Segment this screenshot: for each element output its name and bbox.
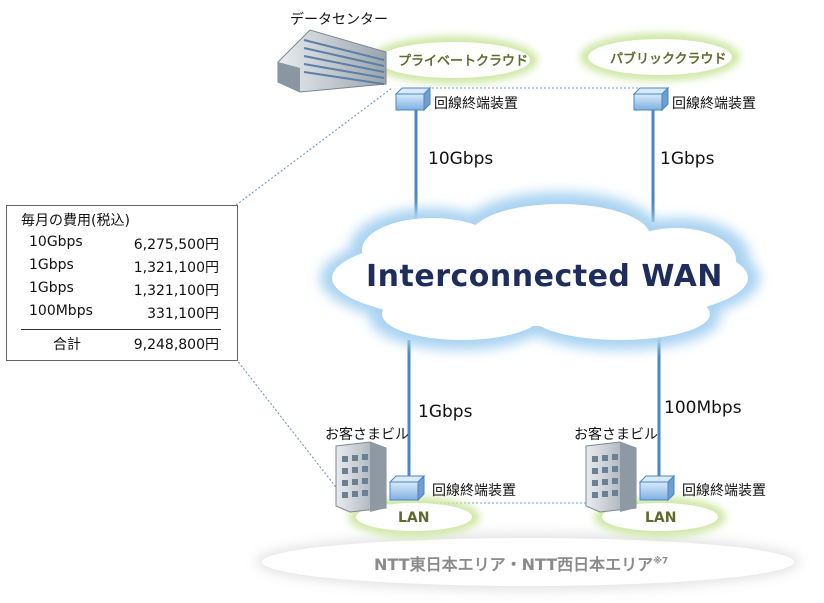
private-cloud-label: プライベートクラウド bbox=[398, 54, 529, 69]
link-speed-private: 10Gbps bbox=[428, 149, 494, 169]
cost-total-price: 9,248,800円 bbox=[133, 337, 219, 353]
cost-row-price: 331,100円 bbox=[147, 306, 219, 322]
wan-cloud-shape bbox=[320, 192, 760, 350]
cost-separator bbox=[21, 329, 221, 330]
building-left-label: お客さまビル bbox=[325, 427, 409, 443]
cost-total-label: 合計 bbox=[53, 337, 81, 353]
lan-left-label: LAN bbox=[398, 510, 430, 526]
device-icon-left-building bbox=[388, 474, 426, 502]
datacenter-label: データセンター bbox=[290, 12, 388, 28]
device-icon-public bbox=[632, 86, 670, 112]
cost-row-speed: 100Mbps bbox=[29, 303, 93, 319]
cost-title: 毎月の費用(税込) bbox=[21, 213, 130, 229]
private-cloud-shape bbox=[370, 36, 538, 84]
public-cloud-shape bbox=[580, 33, 740, 81]
customer-building-right-icon bbox=[585, 441, 637, 513]
area-label-text: NTT東日本エリア・NTT西日本エリア bbox=[374, 555, 654, 574]
link-speed-public: 1Gbps bbox=[660, 149, 715, 169]
device-label-right-building: 回線終端装置 bbox=[682, 483, 766, 499]
area-label: NTT東日本エリア・NTT西日本エリア※7 bbox=[374, 551, 668, 575]
cost-row-price: 1,321,100円 bbox=[133, 283, 219, 299]
device-label-private: 回線終端装置 bbox=[434, 96, 518, 112]
device-icon-right-building bbox=[638, 474, 676, 502]
area-footnote: ※7 bbox=[653, 556, 669, 567]
cost-row-speed: 1Gbps bbox=[29, 257, 74, 273]
wan-label: Interconnected WAN bbox=[366, 259, 723, 294]
link-speed-building-right: 100Mbps bbox=[664, 398, 742, 418]
device-icon-private bbox=[394, 86, 432, 112]
cost-row-price: 1,321,100円 bbox=[133, 260, 219, 276]
cost-row-speed: 1Gbps bbox=[29, 280, 74, 296]
datacenter-building-icon bbox=[277, 29, 387, 93]
lan-right-label: LAN bbox=[645, 510, 677, 526]
network-links bbox=[407, 110, 661, 480]
area-ellipse bbox=[256, 534, 800, 590]
monthly-cost-box: 毎月の費用(税込) 10Gbps 6,275,500円 1Gbps 1,321,… bbox=[6, 205, 238, 361]
public-cloud-label: パブリッククラウド bbox=[610, 52, 727, 67]
device-label-left-building: 回線終端装置 bbox=[432, 483, 516, 499]
cost-row-price: 6,275,500円 bbox=[133, 237, 219, 253]
building-right-label: お客さまビル bbox=[574, 427, 658, 443]
link-speed-building-left: 1Gbps bbox=[418, 402, 473, 422]
device-label-public: 回線終端装置 bbox=[672, 96, 756, 112]
customer-building-left-icon bbox=[335, 441, 387, 513]
cost-connector-lines bbox=[235, 87, 393, 501]
cost-row-speed: 10Gbps bbox=[29, 234, 83, 250]
